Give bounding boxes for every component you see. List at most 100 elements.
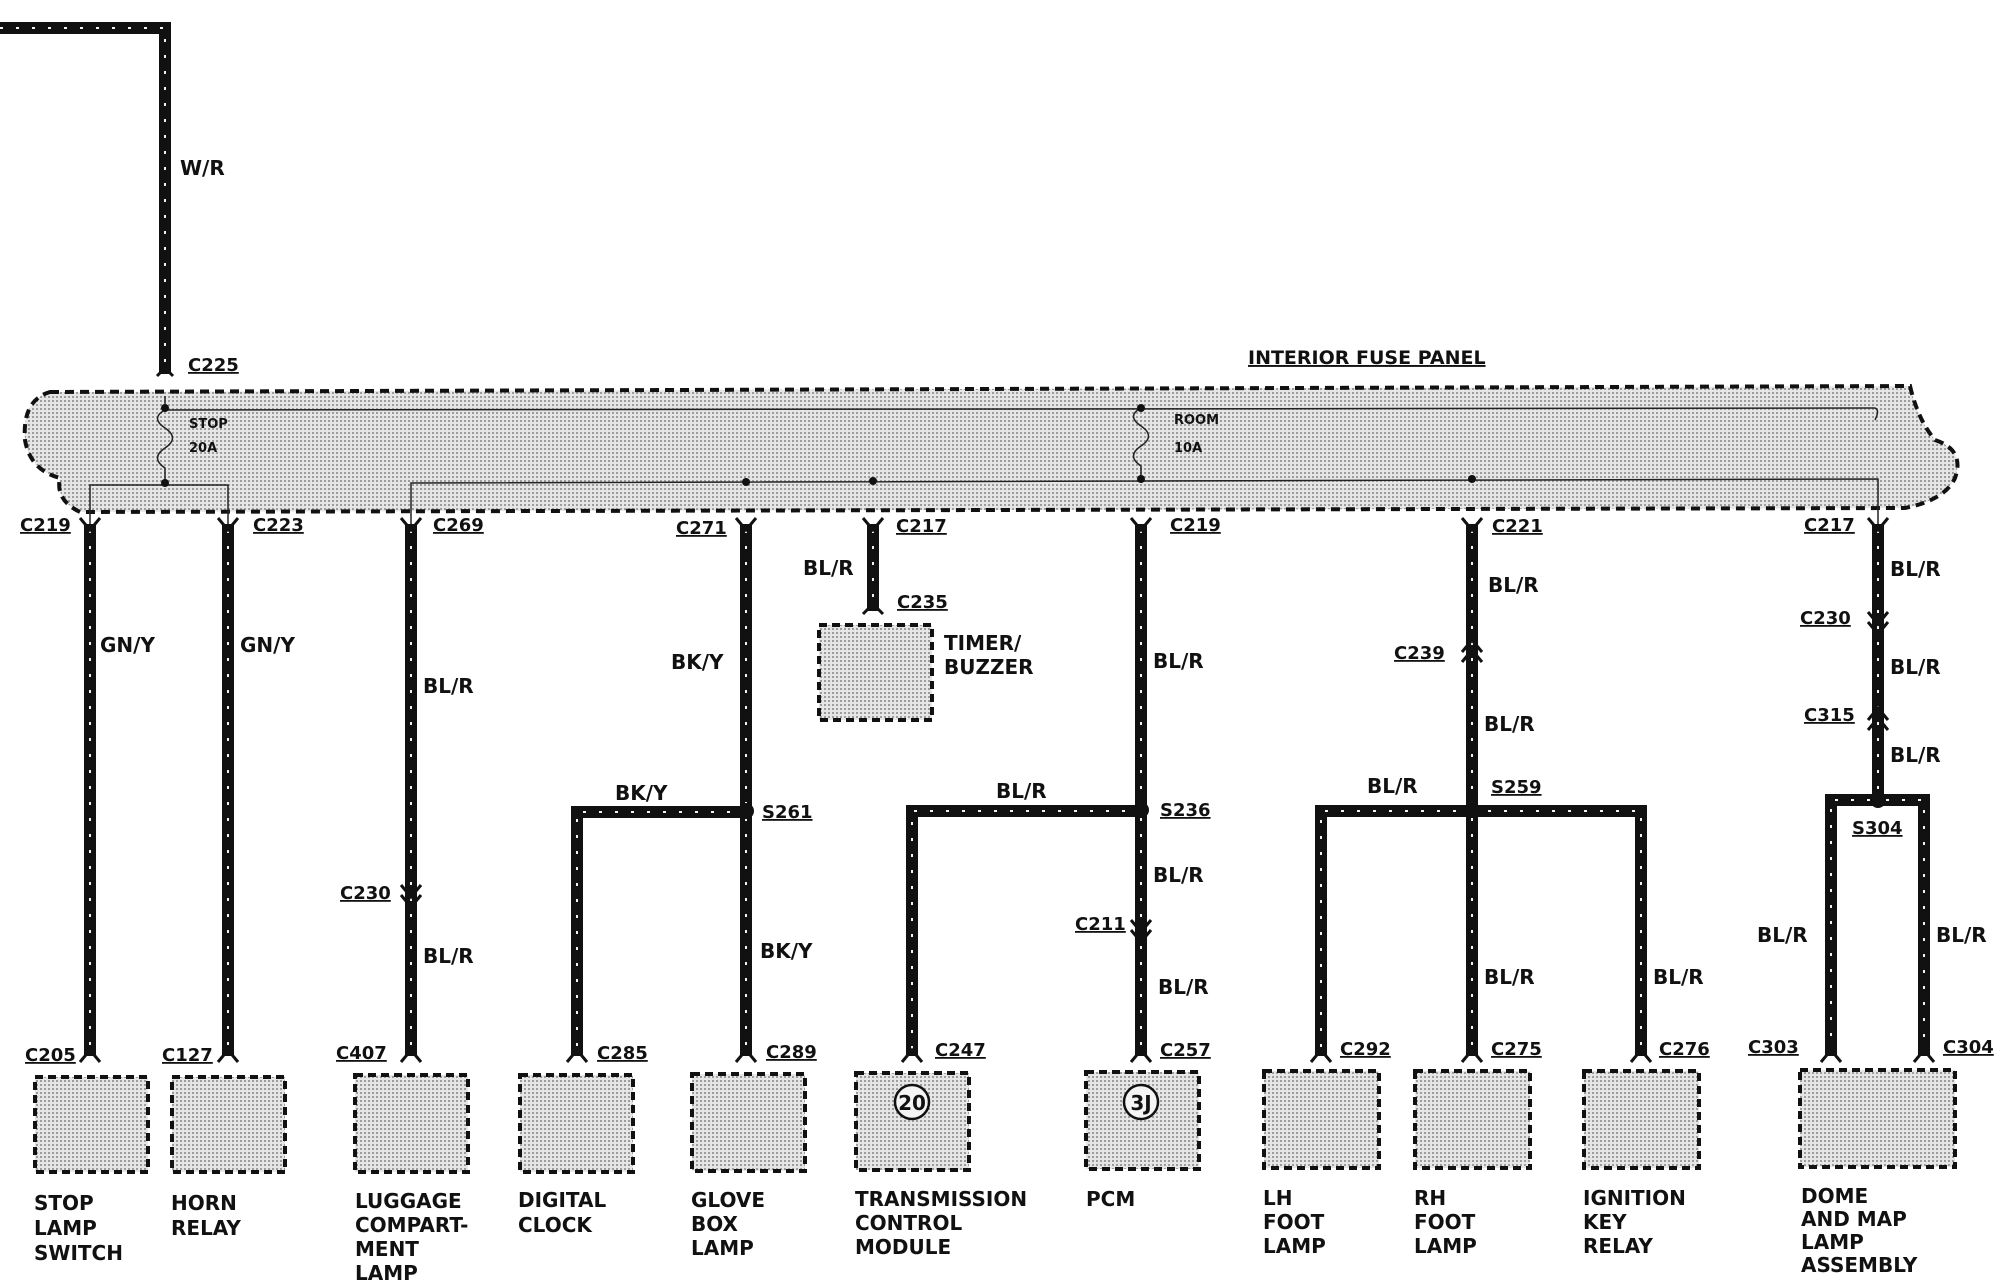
connector-c303: C303 [1748,1037,1799,1058]
component-luggage-lamp: LUGGAGE COMPART- MENT LAMP [355,1189,475,1280]
stop-lamp-switch-box [33,1075,150,1174]
wire-label-rh-lower: BL/R [1484,965,1535,989]
wire-label-dome-right: BL/R [1936,923,1987,947]
stop-fuse-name: STOP [189,417,228,432]
wire-clock-branch [571,806,752,1056]
component-horn-relay: HORN RELAY [171,1191,244,1240]
connector-c315: C315 [1804,705,1855,726]
connector-labels: C225 C219 C223 C269 C271 C217 C235 C219 … [20,355,1994,1066]
panel-bus-main [410,478,1879,528]
connector-c219-mid: C219 [1170,515,1221,536]
connector-c407: C407 [336,1043,387,1064]
tcm-box [854,1071,971,1172]
wire-dome-left [1825,794,1876,1056]
wire-label-horn: GN/Y [240,633,295,657]
component-glove-box-lamp: GLOVE BOX LAMP [691,1188,772,1260]
stop-fuse-node-top [161,404,169,412]
splice-s259: S259 [1491,777,1542,798]
wire-dome-right [1880,794,1930,1056]
room-fuse-rating: 10A [1174,441,1202,456]
bus-node-timer [869,477,877,485]
wire-label-pcm-upper: BL/R [1153,649,1204,673]
wire-label-stop-switch: GN/Y [100,633,155,657]
rh-foot-lamp-box [1413,1069,1532,1170]
glove-box-lamp-box [690,1072,807,1173]
pcm-pin-circle [1122,1083,1160,1121]
wire-label-lh-branch: BL/R [1367,774,1418,798]
wire-ignition-branch [1466,805,1647,1056]
connector-c239: C239 [1394,643,1445,664]
horn-relay-box [170,1075,287,1174]
connector-symbols [78,365,1936,1063]
interior-fuse-panel: INTERIOR FUSE PANEL STOP 20A ROOM 10A [22,347,1960,528]
connector-c271: C271 [676,518,727,539]
panel-bus-top [164,407,1876,411]
splice-dot-s259 [1464,802,1480,818]
connector-c235: C235 [897,592,948,613]
wire-label-dome-2: BL/R [1890,655,1941,679]
wire-label-luggage-lower: BL/R [423,944,474,968]
connector-c221: C221 [1492,516,1543,537]
connector-c217-right: C217 [1804,515,1855,536]
wire-label-timer: BL/R [803,556,854,580]
component-ignition-key-relay: IGNITION KEY RELAY [1583,1186,1693,1258]
wire-label-tcm-branch: BL/R [996,779,1047,803]
connector-c223: C223 [253,515,304,536]
dome-lamp-box [1798,1068,1957,1169]
tcm-pin-label: 20 [898,1091,926,1115]
connector-c225: C225 [188,355,239,376]
wire-labels: W/R GN/Y GN/Y BL/R BL/R BK/Y BK/Y BK/Y B… [100,156,1987,999]
component-pcm: PCM [1086,1187,1135,1211]
splice-s304: S304 [1852,818,1903,839]
connector-c304: C304 [1943,1037,1994,1058]
connector-c211: C211 [1075,914,1126,935]
splice-dot-s304 [1870,792,1886,808]
connector-c230-dome: C230 [1800,608,1851,629]
connector-c127: C127 [162,1045,213,1066]
component-stop-lamp-switch: STOP LAMP SWITCH [34,1191,123,1265]
connector-c230-luggage: C230 [340,883,391,904]
splice-dot-s236 [1133,802,1149,818]
component-digital-clock: DIGITAL CLOCK [518,1188,613,1237]
splice-s236: S236 [1160,800,1211,821]
timer-buzzer-box [817,623,934,722]
bus-node-foot [1468,475,1476,483]
wire-tcm-branch [906,805,1147,1056]
splice-labels: S261 S236 S259 S304 [762,777,1903,839]
stop-fuse-node-bottom [161,479,169,487]
room-fuse-node-top [1137,404,1145,412]
connector-c269: C269 [433,515,484,536]
wire-label-foot-mid: BL/R [1484,712,1535,736]
wire-label-dome-1: BL/R [1890,557,1941,581]
connector-c257: C257 [1160,1040,1211,1061]
wire-label-pcm-mid: BL/R [1153,863,1204,887]
luggage-lamp-box [353,1073,470,1174]
wire-label-glove-lower: BK/Y [760,939,813,963]
component-transmission-control-module: TRANSMISSION CONTROL MODULE [855,1187,1034,1259]
ignition-relay-box [1582,1069,1701,1170]
component-lh-foot-lamp: LH FOOT LAMP [1263,1186,1331,1258]
connector-c275: C275 [1491,1039,1542,1060]
lh-foot-lamp-box [1262,1069,1381,1170]
panel-bus-left [89,484,229,528]
panel-bus-right-end [1874,407,1879,421]
connector-c247: C247 [935,1040,986,1061]
connector-c219-left: C219 [20,515,71,536]
component-names: TIMER/ BUZZER STOP LAMP SWITCH HORN RELA… [34,631,1918,1280]
wire-lh-foot-branch [1315,805,1478,1056]
stop-fuse-symbol [156,396,174,485]
room-fuse-node-bottom [1137,475,1145,483]
stop-fuse-rating: 20A [189,441,217,456]
tcm-pin-circle [893,1083,931,1121]
wire-label-glove-branch: BK/Y [615,781,668,805]
component-rh-foot-lamp: RH FOOT LAMP [1414,1186,1482,1258]
room-fuse-name: ROOM [1174,413,1219,428]
wire-main-feed [0,22,171,374]
component-dome-map-lamp-assembly: DOME AND MAP LAMP ASSEMBLY [1801,1184,1918,1277]
wire-label-main-feed: W/R [180,156,225,180]
splice-dot-s261 [738,803,754,819]
wire-label-ignition-lower: BL/R [1653,965,1704,989]
connector-c292: C292 [1340,1039,1391,1060]
connector-c285: C285 [597,1043,648,1064]
pcm-pin-label: 3J [1130,1091,1151,1115]
